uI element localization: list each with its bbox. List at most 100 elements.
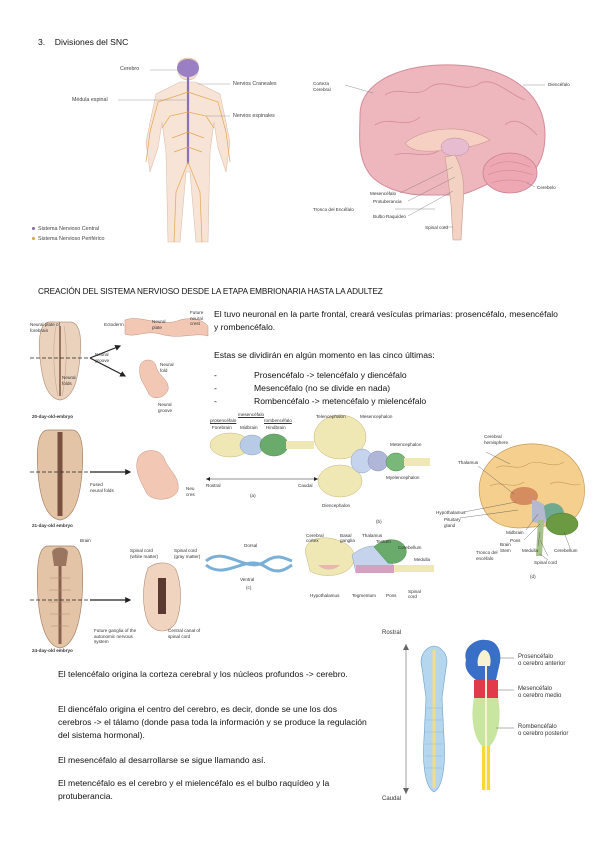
label-d21: 21-day-old embryo <box>32 523 73 528</box>
body-figure-svg <box>118 57 231 243</box>
adult-brain-figure: Cerebral hemisphere Thalamus Hypothalamu… <box>436 428 590 588</box>
label-craneales: Nervios Craneales <box>233 81 277 87</box>
legend-text-central: Sistema Nervioso Central <box>38 226 100 232</box>
label-fore: Forebrain <box>212 425 232 430</box>
label-hypo: Hypothalamus <box>310 593 340 598</box>
divisions-list: Prosencéfalo -> telencéfalo y diencéfalo… <box>214 369 544 409</box>
label-dien: Diencephalon <box>322 503 351 508</box>
label-mid-d: Midbrain <box>506 530 524 535</box>
label-pros: prosencéfalo <box>210 418 237 423</box>
label-ectoderm: Ectoderm <box>104 322 124 327</box>
label-groove: Neural groove <box>95 352 110 363</box>
label-diencefalo: Diencéfalo <box>548 82 570 87</box>
section-number: 3. <box>38 37 46 47</box>
body-nervous-system-figure: Cerebro Médula espinal Nervios Craneales… <box>30 52 305 257</box>
label-d: (d) <box>530 574 536 579</box>
label-mese: Mesencephalon <box>360 414 393 419</box>
label-tronco: Tronco del Encéfalo <box>313 207 354 212</box>
label-d24: 24-day-old embryo <box>32 648 73 653</box>
label-mesencefalo: Mesencéfalo <box>370 191 397 196</box>
label-myel: Myelencephalon <box>386 475 420 480</box>
adult-brain-svg <box>459 443 585 561</box>
label-sc-d: Spinal cord <box>534 560 557 565</box>
label-espinales: Nervios espinales <box>233 113 275 119</box>
neural-tube-svg <box>403 639 514 794</box>
label-corteza: Corteza Cerebral <box>313 81 331 92</box>
label-thal-d: Thalamus <box>458 460 479 465</box>
label-c: (c) <box>246 585 252 590</box>
label-hypo-d: Hypothalamus <box>436 510 466 515</box>
label-fused: Fused neural folds <box>90 482 114 493</box>
label-mesencefalo-tube: Mesencéfalo o cerebro medio <box>518 686 561 700</box>
division-item: Prosencéfalo -> telencéfalo y diencéfalo <box>214 369 544 382</box>
label-pit: Pituitary gland <box>444 517 461 528</box>
label-r2: o cerebro posterior <box>518 731 569 737</box>
label-cerebelo: Cerebelo <box>537 185 556 190</box>
label-scw: Spinal cord (white matter) <box>130 548 159 559</box>
legend-dot-peripheral <box>32 237 35 241</box>
label-crest: Future neural crest <box>190 310 204 326</box>
label-canal: Central canal of spinal cord <box>168 628 201 639</box>
label-medula: Médula espinal <box>72 97 108 103</box>
label-sc: Spinal cord <box>408 589 421 599</box>
paragraph-telencefalo: El telencéfalo origina la corteza cerebr… <box>58 669 348 679</box>
label-rombencefalo-tube: Rombencéfalo o cerebro posterior <box>518 724 568 738</box>
label-stem: Brain Stem <box>500 542 511 553</box>
label-hind: Hindbrain <box>266 425 286 430</box>
label-mid: Midbrain <box>240 425 258 430</box>
label-neu: Neu cres <box>186 486 195 497</box>
label-p1: Prosencéfalo <box>518 654 554 660</box>
paragraph-mesencefalo: El mesencéfalo al desarrollarse se sigue… <box>58 755 266 765</box>
legend-text-peripheral: Sistema Nervioso Periférico <box>38 236 105 242</box>
paragraph-diencefalo: El diencéfalo origina el centro del cere… <box>58 704 367 741</box>
label-brain: Brain <box>80 538 91 543</box>
label-m2: o cerebro medio <box>518 693 562 699</box>
label-teg: Tegmentum <box>352 593 376 598</box>
division-item: Rombencéfalo -> metencéfalo y mielencéfa… <box>214 395 544 408</box>
neural-tube-figure: Rostral Caudal Prosencéfalo o cerebro an… <box>378 628 593 808</box>
intro-paragraph: El tuvo neuronal en la parte frontal, cr… <box>214 309 558 333</box>
label-med: Medulla <box>414 557 431 562</box>
embryo-svg <box>30 318 209 649</box>
label-d20: 20-day-old-embryo <box>32 414 74 419</box>
section-heading: CREACIÓN DEL SISTEMA NERVIOSO DESDE LA E… <box>38 287 383 296</box>
legend: Sistema Nervioso Central Sistema Nervios… <box>32 224 105 244</box>
brain-section-figure: Corteza Cerebral Diencéfalo Mesencéfalo … <box>305 55 575 245</box>
label-bg: Basal ganglia <box>340 533 355 543</box>
legend-dot-central <box>32 227 35 231</box>
label-ganglia: Future ganglia of the autonomic nervous … <box>94 628 137 644</box>
label-bulbo: Bulbo Raquídeo <box>373 214 406 219</box>
label-protuberancia: Protuberancia <box>373 199 402 204</box>
label-cc: Cerebral cortex <box>306 533 324 543</box>
divide-paragraph: Estas se dividirán en algún momento en l… <box>214 350 435 360</box>
label-folds: Neural folds <box>62 375 76 386</box>
vesicles-svg <box>205 414 434 576</box>
label-cerebro: Cerebro <box>120 66 140 72</box>
label-rostral: Rostral <box>382 630 402 636</box>
label-tect: Tectum <box>376 539 391 544</box>
label-r1: Rombencéfalo <box>518 724 557 730</box>
label-spinal: Spinal cord <box>425 225 448 230</box>
label-romb: rombencéfalo <box>264 418 292 423</box>
label-pons: Pons <box>386 593 397 598</box>
label-pons-d: Pons <box>510 538 521 543</box>
legend-item-peripheral: Sistema Nervioso Periférico <box>32 234 105 244</box>
division-item: Mesencéfalo (no se divide en nada) <box>214 382 544 395</box>
label-prosencefalo: Prosencéfalo o cerebro anterior <box>518 654 565 668</box>
label-b: (b) <box>376 519 382 524</box>
paragraph-metencefalo: El metencéfalo es el cerebro y el mielen… <box>58 778 330 802</box>
label-m1: Mesencéfalo <box>518 686 553 692</box>
brain-vesicles-figure: prosencéfalo mesencéfalo rombencéfalo Fo… <box>205 412 446 620</box>
label-cereb-d: Cerebellum <box>554 548 578 553</box>
label-nplate: Neural plate <box>152 319 166 330</box>
label-p2: o cerebro anterior <box>518 661 566 667</box>
label-nfold: Neural fold <box>160 362 174 373</box>
label-med-d: Medulla <box>522 548 539 553</box>
label-scg: Spinal cord (gray matter) <box>174 548 201 559</box>
legend-item-central: Sistema Nervioso Central <box>32 224 105 234</box>
label-caudal: Caudal <box>382 796 402 802</box>
label-ngroove: Neural groove <box>158 402 173 413</box>
label-a: (a) <box>250 493 256 498</box>
section-title-text: Divisiones del SNC <box>54 37 129 47</box>
label-dorsal: Dorsal <box>244 543 258 548</box>
